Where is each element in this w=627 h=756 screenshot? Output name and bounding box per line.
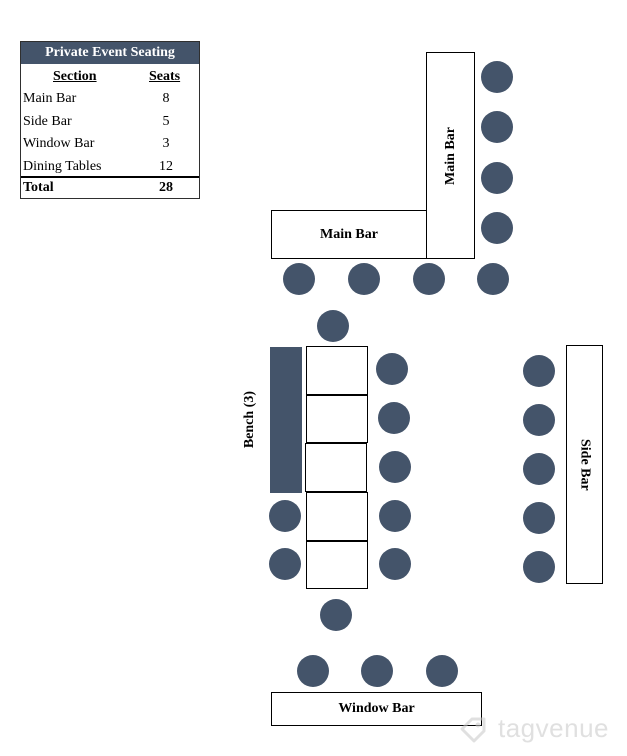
seat-main-bar: [348, 263, 380, 295]
seat-dining-table: [269, 500, 301, 532]
legend-row-seats: 3: [162, 136, 170, 151]
legend-row-section: Side Bar: [23, 114, 72, 129]
dining-table: [306, 346, 368, 395]
seat-dining-table: [379, 451, 411, 483]
seat-main-bar: [477, 263, 509, 295]
seat-dining-table: [317, 310, 349, 342]
dining-table: [305, 443, 367, 492]
legend-row-seats: 5: [162, 114, 170, 129]
seat-main-bar: [481, 162, 513, 194]
seat-side-bar: [523, 551, 555, 583]
legend-total-value: 28: [159, 180, 173, 195]
dining-table: [306, 492, 368, 541]
legend-row-section: Window Bar: [23, 136, 95, 151]
seat-side-bar: [523, 453, 555, 485]
seat-side-bar: [523, 355, 555, 387]
legend-row-seats: 8: [162, 91, 170, 106]
bench-label: Bench (3): [238, 380, 262, 460]
seat-main-bar: [283, 263, 315, 295]
main-bar-vertical: Main Bar: [426, 52, 475, 259]
seating-legend-table: Private Event Seating Section Seats Main…: [20, 41, 200, 199]
seat-main-bar: [413, 263, 445, 295]
seat-window-bar: [297, 655, 329, 687]
legend-row-section: Dining Tables: [23, 159, 102, 174]
seat-window-bar: [426, 655, 458, 687]
legend-row: Main Bar 8: [21, 89, 199, 111]
seat-main-bar: [481, 212, 513, 244]
watermark-text: tagvenue: [498, 712, 609, 743]
seat-side-bar: [523, 502, 555, 534]
window-bar-label: Window Bar: [338, 701, 415, 716]
seat-dining-table: [376, 353, 408, 385]
side-bar: Side Bar: [566, 345, 603, 584]
main-bar-vertical-label: Main Bar: [442, 126, 458, 185]
legend-header-seats: Seats: [149, 69, 181, 84]
legend-row-section: Main Bar: [23, 91, 77, 106]
legend-row-seats: 12: [159, 159, 173, 174]
side-bar-label: Side Bar: [577, 438, 593, 491]
legend-total-row: Total 28: [21, 176, 199, 200]
bench-label-text: Bench (3): [242, 391, 257, 449]
legend-header-section: Section: [53, 69, 97, 84]
bench: [270, 347, 302, 493]
seat-dining-table: [379, 548, 411, 580]
legend-row: Side Bar 5: [21, 112, 199, 134]
seat-window-bar: [361, 655, 393, 687]
seat-dining-table: [269, 548, 301, 580]
dining-table: [306, 541, 368, 589]
legend-row: Dining Tables 12: [21, 157, 199, 179]
seat-main-bar: [481, 111, 513, 143]
seat-dining-table: [379, 500, 411, 532]
main-bar-horizontal: Main Bar: [271, 210, 427, 259]
dining-table: [306, 395, 368, 443]
window-bar: Window Bar: [271, 692, 482, 726]
main-bar-horizontal-label: Main Bar: [320, 226, 378, 242]
legend-title: Private Event Seating: [21, 42, 199, 64]
seat-main-bar: [481, 61, 513, 93]
seat-side-bar: [523, 404, 555, 436]
legend-total-label: Total: [23, 180, 54, 195]
tagvenue-logo-icon: [460, 717, 486, 743]
legend-row: Window Bar 3: [21, 134, 199, 156]
seat-dining-table: [378, 402, 410, 434]
seat-dining-table: [320, 599, 352, 631]
watermark: tagvenue: [458, 708, 623, 748]
